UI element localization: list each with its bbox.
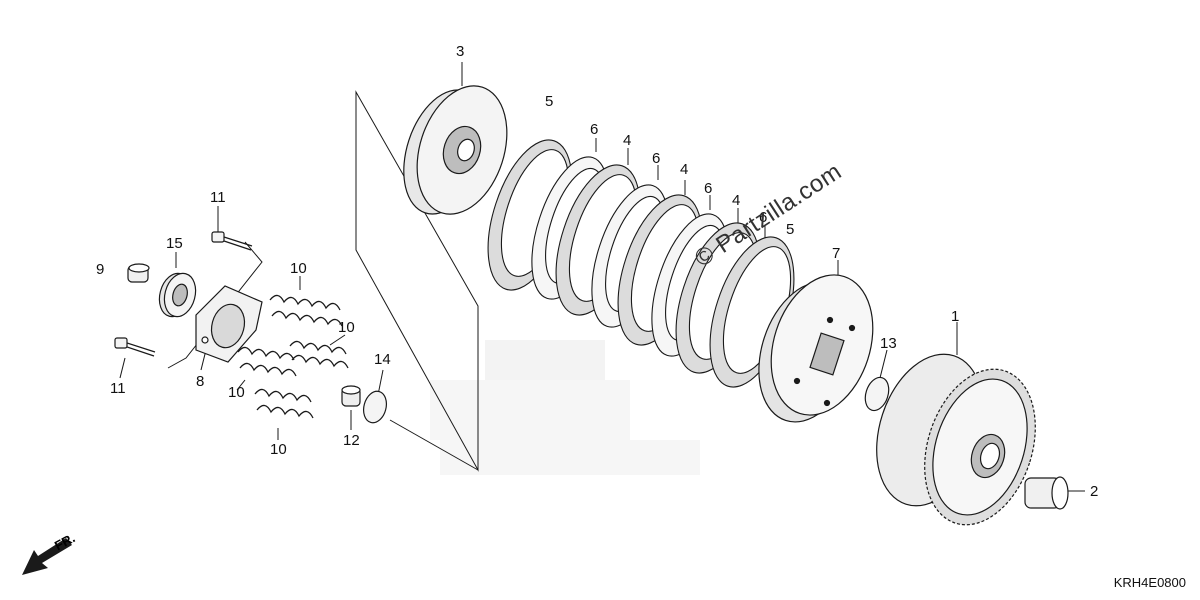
part-1-clutch-outer	[876, 353, 1036, 526]
callout-2: 2	[1090, 483, 1099, 500]
callout-11: 11	[210, 189, 226, 206]
leader-lines	[119, 62, 1085, 492]
callout-3: 3	[456, 43, 465, 60]
part-12-nut	[341, 385, 361, 407]
callout-7: 7	[832, 245, 841, 262]
callout-10: 10	[228, 384, 245, 401]
callout-13: 13	[880, 335, 897, 352]
front-direction-arrow-icon	[22, 538, 72, 575]
callout-6: 6	[759, 209, 768, 226]
part-2-collar	[1024, 476, 1069, 510]
callout-4: 4	[680, 161, 689, 178]
callout-10: 10	[270, 441, 287, 458]
part-14-washer	[362, 390, 388, 424]
callout-11: 11	[110, 380, 126, 397]
callout-12: 12	[343, 432, 360, 449]
callout-5: 5	[786, 221, 795, 238]
part-9-lifter-piece	[127, 263, 150, 283]
part-8-lifter-plate	[195, 285, 263, 363]
callout-1: 1	[951, 308, 960, 325]
callout-8: 8	[196, 373, 205, 390]
part-11-bolts	[114, 231, 253, 357]
callout-14: 14	[374, 351, 391, 368]
callout-6: 6	[590, 121, 599, 138]
part-15-bearing	[158, 272, 197, 318]
callout-9: 9	[96, 261, 105, 278]
callout-4: 4	[732, 192, 741, 209]
callout-6: 6	[652, 150, 661, 167]
callout-10: 10	[338, 319, 355, 336]
background-faint-pattern	[430, 340, 700, 475]
part-7-pressure-plate	[758, 274, 874, 423]
part-13-washer	[864, 376, 890, 412]
diagram-code: KRH4E0800	[1113, 575, 1186, 590]
callout-15: 15	[166, 235, 183, 252]
part-10-springs	[237, 294, 349, 419]
clutch-discs-stack	[487, 139, 795, 388]
callout-10: 10	[290, 260, 307, 277]
callout-4: 4	[623, 132, 632, 149]
callout-5: 5	[545, 93, 554, 110]
part-3-clutch-center	[403, 85, 508, 215]
callout-6: 6	[704, 180, 713, 197]
